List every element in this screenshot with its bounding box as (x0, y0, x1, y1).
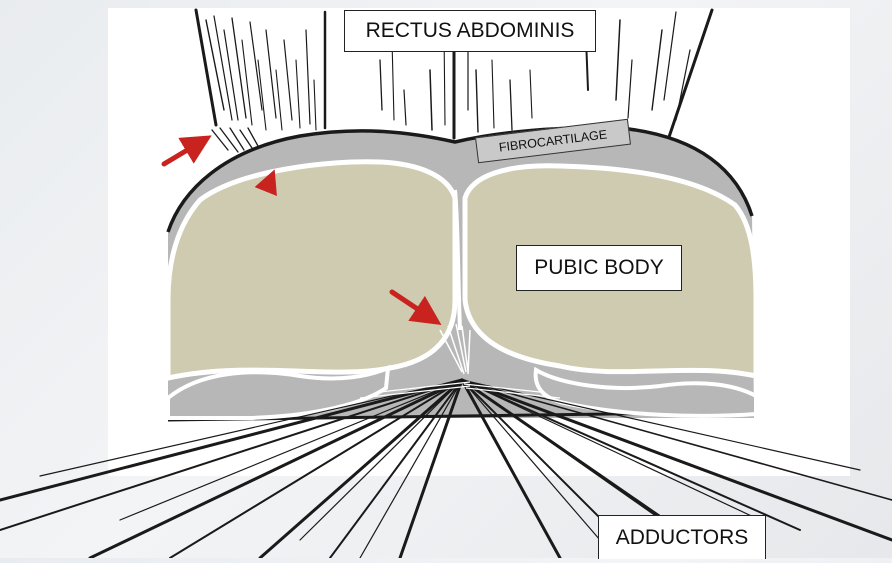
pubic-body-label: PUBIC BODY (516, 245, 682, 291)
rectus-abdominis-label: RECTUS ABDOMINIS (344, 10, 596, 52)
adductors-label: ADDUCTORS (598, 515, 766, 559)
left-pubic-body (168, 162, 455, 378)
